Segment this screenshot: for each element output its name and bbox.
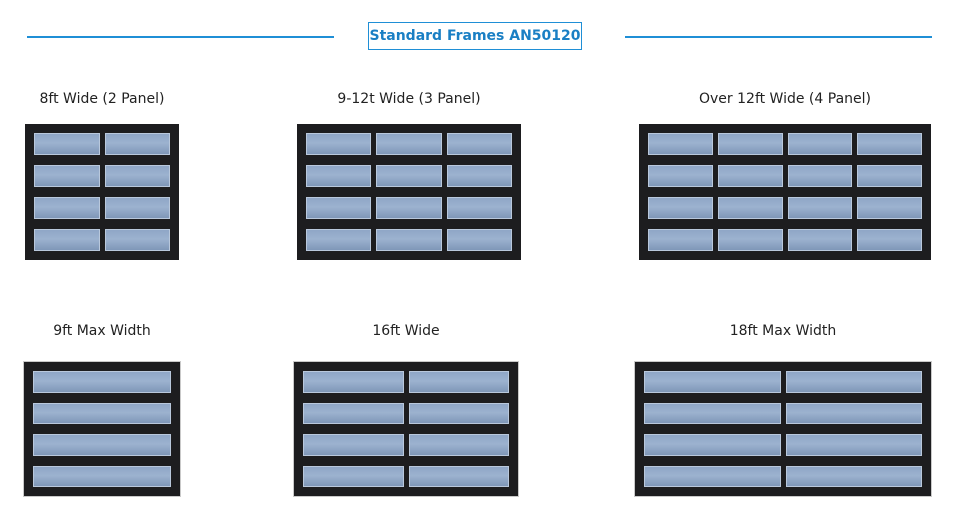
door-diagram-9-12ft [297,124,521,260]
glass-pane [446,133,512,155]
glass-pane [306,197,372,219]
glass-pane [33,465,171,487]
glass-pane [644,371,781,393]
glass-pane [104,133,170,155]
glass-pane [306,229,372,251]
glass-pane [857,165,922,187]
door-diagram-18ft-max [635,362,931,496]
glass-pane [303,465,404,487]
glass-pane [857,197,922,219]
glass-pane [787,165,853,187]
glass-pane [306,133,372,155]
glass-pane [408,402,509,424]
glass-pane [787,197,853,219]
glass-pane [33,371,171,393]
glass-pane [857,229,922,251]
glass-pane [376,197,442,219]
glass-pane [408,371,509,393]
glass-pane [34,197,100,219]
door-diagram-9ft-max [24,362,180,496]
glass-pane [104,197,170,219]
glass-pane [34,165,100,187]
door-diagram-16ft [294,362,518,496]
glass-pane [785,371,922,393]
door-label-18ft-max: 18ft Max Width [729,323,837,339]
glass-pane [717,165,783,187]
glass-pane [34,133,100,155]
glass-pane [376,229,442,251]
glass-pane [648,165,713,187]
glass-pane [644,465,781,487]
glass-pane [857,133,922,155]
glass-pane [717,197,783,219]
glass-pane [303,402,404,424]
door-diagram-over-12ft [639,124,931,260]
page-title: Standard Frames AN50120 [368,22,582,50]
glass-pane [648,133,713,155]
header-rule-left [27,36,334,38]
glass-pane [303,371,404,393]
glass-pane [408,434,509,456]
door-label-9-12ft: 9-12t Wide (3 Panel) [337,91,481,107]
glass-pane [787,229,853,251]
door-label-over-12ft: Over 12ft Wide (4 Panel) [699,91,871,107]
glass-pane [376,165,442,187]
glass-pane [785,465,922,487]
glass-pane [648,197,713,219]
glass-pane [644,402,781,424]
glass-pane [408,465,509,487]
glass-pane [34,229,100,251]
glass-pane [303,434,404,456]
door-label-16ft: 16ft Wide [372,323,440,339]
glass-pane [376,133,442,155]
glass-pane [104,229,170,251]
glass-pane [717,133,783,155]
door-label-8ft: 8ft Wide (2 Panel) [39,91,165,107]
glass-pane [648,229,713,251]
door-label-9ft-max: 9ft Max Width [53,323,151,339]
glass-pane [446,165,512,187]
glass-pane [446,197,512,219]
glass-pane [306,165,372,187]
glass-pane [785,402,922,424]
glass-pane [33,402,171,424]
glass-pane [104,165,170,187]
glass-pane [644,434,781,456]
glass-pane [787,133,853,155]
header-rule-right [625,36,932,38]
glass-pane [717,229,783,251]
glass-pane [785,434,922,456]
glass-pane [33,434,171,456]
glass-pane [446,229,512,251]
door-diagram-8ft [25,124,179,260]
